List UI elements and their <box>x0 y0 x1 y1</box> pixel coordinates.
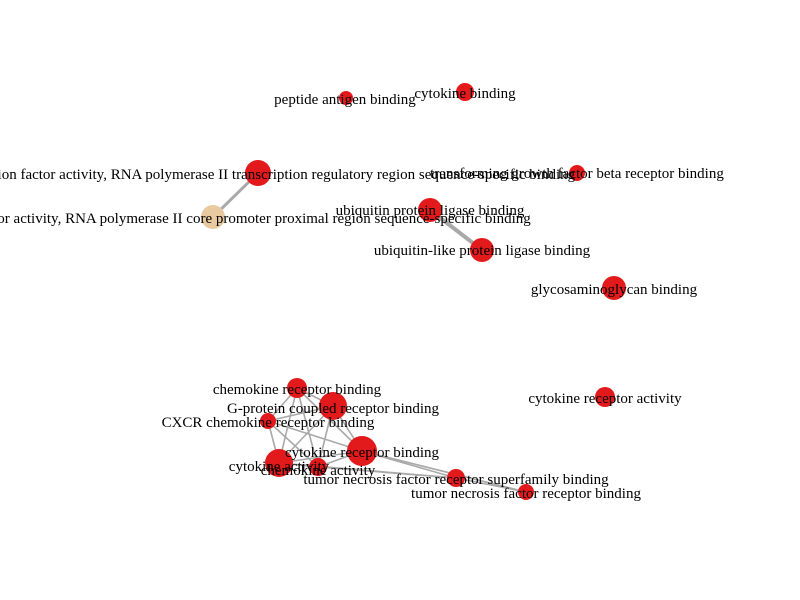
node-label-tgfb: transforming growth factor beta receptor… <box>430 166 724 182</box>
node-label-ubiq-like: ubiquitin-like protein ligase binding <box>374 243 591 259</box>
node-chemokine-rb[interactable] <box>287 378 307 398</box>
node-label-cxcr: CXCR chemokine receptor binding <box>162 415 375 431</box>
node-layer <box>201 83 626 500</box>
node-tf-core[interactable] <box>201 205 225 229</box>
node-ubiq-like[interactable] <box>470 238 494 262</box>
node-ubiq-ligase[interactable] <box>418 198 442 222</box>
node-label-chemokine-activity: chemokine activity <box>261 463 376 479</box>
node-cytokine-binding[interactable] <box>456 83 474 101</box>
node-label-tf-core: transcription factor activity, RNA polym… <box>0 211 531 227</box>
node-label-chemokine-rb: chemokine receptor binding <box>213 382 382 398</box>
node-label-cytokine-binding: cytokine binding <box>414 86 516 102</box>
node-label-peptide: peptide antigen binding <box>274 92 416 108</box>
edge-cxcr-to-cytokine-rb <box>267 420 363 452</box>
node-cytokine-ra[interactable] <box>595 387 615 407</box>
node-label-tnfsf: tumor necrosis factor receptor superfami… <box>303 472 609 488</box>
node-chemokine-activity[interactable] <box>309 458 327 476</box>
node-gpcr[interactable] <box>319 392 347 420</box>
node-label-cytokine-ra: cytokine receptor activity <box>528 391 682 407</box>
node-label-ubiq-ligase: ubiquitin protein ligase binding <box>336 203 525 219</box>
node-tnfsf[interactable] <box>447 469 465 487</box>
node-label-glycos: glycosaminoglycan binding <box>531 282 698 298</box>
node-tnf[interactable] <box>518 484 534 500</box>
node-cytokine-rb[interactable] <box>347 436 377 466</box>
node-label-gpcr: G-protein coupled receptor binding <box>227 401 440 417</box>
node-label-cytokine-activity: cytokine activity <box>229 459 330 475</box>
node-tgfb[interactable] <box>569 165 585 181</box>
node-label-tf-activator: transcription factor activity, RNA polym… <box>0 167 576 183</box>
node-label-cytokine-rb: cytokine receptor binding <box>285 445 440 461</box>
node-glycos[interactable] <box>602 276 626 300</box>
edge-cytokine-rb-to-tnf <box>361 450 527 493</box>
node-tf-activator[interactable] <box>245 160 271 186</box>
node-label-tnf: tumor necrosis factor receptor binding <box>411 486 641 502</box>
edge-tnfsf-to-tnf <box>455 477 527 493</box>
node-peptide[interactable] <box>339 91 353 105</box>
node-cxcr[interactable] <box>260 413 276 429</box>
node-cytokine-activity[interactable] <box>265 449 293 477</box>
edge-chemokine-activity-to-tnfsf <box>317 466 457 479</box>
edge-chemokine-rb-to-chemokine-activity <box>296 387 319 468</box>
